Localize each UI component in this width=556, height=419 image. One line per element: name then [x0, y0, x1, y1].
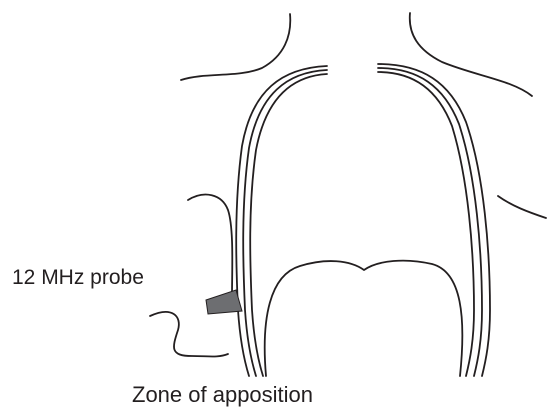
arm-left-outline [188, 195, 232, 296]
rib-outline-right-inner [378, 72, 474, 376]
rib-outline-right-middle [378, 68, 482, 376]
rib-outline-left-inner [250, 74, 327, 376]
rib-outline-left-middle [243, 70, 327, 376]
diaphragm-outline [265, 261, 463, 376]
zone-of-apposition-label: Zone of apposition [132, 382, 313, 408]
probe-label: 12 MHz probe [12, 266, 144, 290]
ultrasound-probe [206, 290, 242, 314]
probe-cable [150, 312, 228, 357]
neck-left-outline [181, 14, 290, 80]
arm-right-outline [498, 196, 546, 218]
neck-right-outline [410, 13, 532, 96]
